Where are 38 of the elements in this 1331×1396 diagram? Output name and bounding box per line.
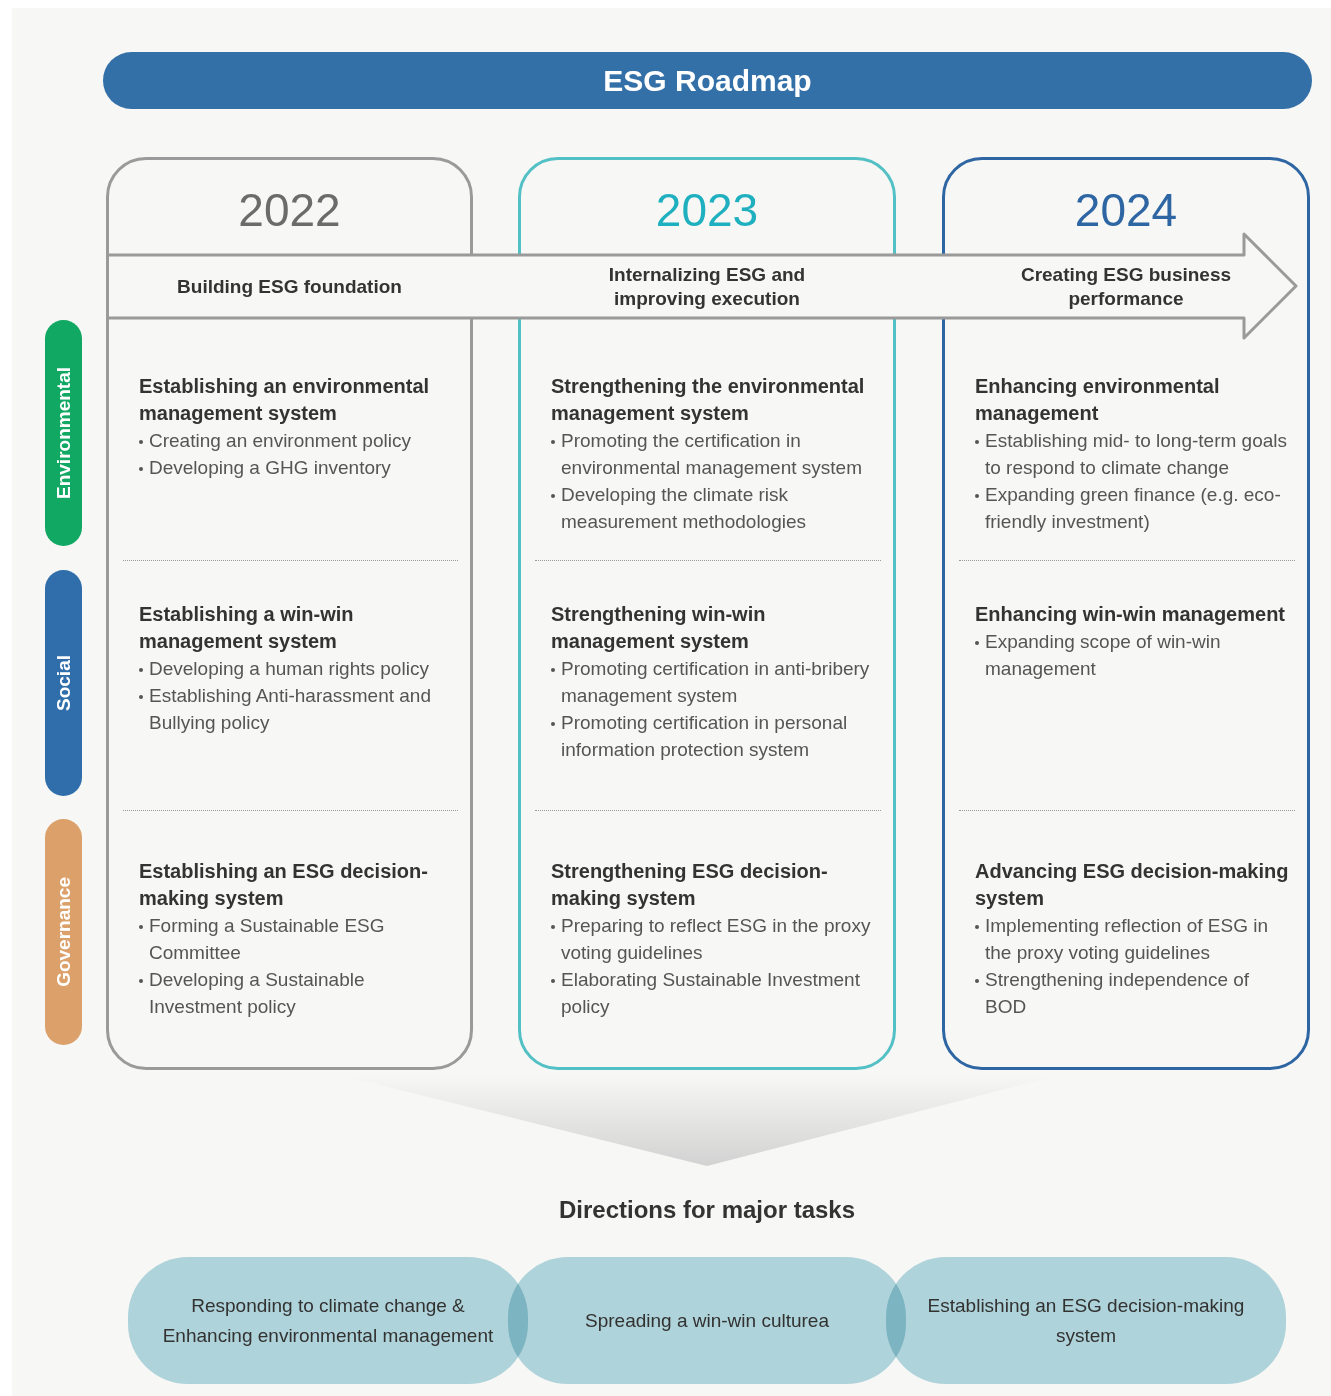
cell-heading: Strengthening ESG decision-making system [551, 859, 829, 911]
phase-label: Internalizing ESG and improving execution [607, 262, 807, 311]
bullet-text: Forming a Sustainable ESG Committee [149, 914, 386, 965]
cell-heading: Strengthening the environmental management system [551, 374, 866, 426]
bullet-text: Promoting the certification in environmental management system [561, 429, 863, 480]
bullet-text: Establishing Anti-harassment and Bullying policy [149, 684, 432, 735]
bullet-text: Preparing to reflect ESG in the proxy voting guidelines [561, 914, 872, 965]
cell-heading: Establishing a win-win management system [139, 602, 355, 654]
title-bar: ESG Roadmap [103, 52, 1312, 109]
bullet-text: Promoting certification in personal information protection system [561, 711, 849, 762]
bullet-text: Elaborating Sustainable Investment policy [561, 968, 861, 1019]
direction-pill: Establishing an ESG decision-making system [886, 1257, 1286, 1384]
cell-heading: Establishing an ESG decision-making system [139, 859, 429, 911]
cell-heading: Advancing ESG decision-making system [975, 859, 1290, 911]
year-text: 2023 [654, 183, 760, 238]
bullet-text: Implementing reflection of ESG in the proxy voting guidelines [985, 914, 1270, 965]
cell-heading: Enhancing win-win management [975, 602, 1287, 627]
category-pill: Social [45, 570, 82, 796]
bullet-text: Developing a human rights policy [149, 657, 429, 681]
category-pill: Governance [45, 819, 82, 1045]
cell-heading: Establishing an environmental management system [139, 374, 431, 426]
bullet-text: Expanding green finance (e.g. eco-friendly investment) [985, 483, 1282, 534]
year-text: 2022 [237, 183, 342, 238]
cell-heading: Enhancing environmental management [975, 374, 1221, 426]
section-heading: Directions for major tasks [557, 1195, 857, 1225]
bullet-text: Strengthening independence of BOD [985, 968, 1251, 1019]
phase-label: Creating ESG business performance [1019, 262, 1233, 311]
year-text: 2024 [1073, 183, 1179, 238]
bullet-text: Creating an environment policy [149, 429, 411, 453]
bullet-text: Expanding scope of win-win management [985, 630, 1222, 681]
category-pill: Environmental [45, 320, 82, 546]
bullet-text: Developing the climate risk measurement methodologies [561, 483, 808, 534]
bullet-text: Promoting certification in anti-bribery management system [561, 657, 871, 708]
bullet-text: Developing a Sustainable Investment policy [149, 968, 366, 1019]
phase-label: Building ESG foundation [177, 274, 402, 299]
bullet-text: Developing a GHG inventory [149, 456, 391, 480]
cell-heading: Strengthening win-win management system [551, 602, 767, 654]
bullet-text: Establishing mid- to long-term goals to respond to climate change [985, 429, 1289, 480]
